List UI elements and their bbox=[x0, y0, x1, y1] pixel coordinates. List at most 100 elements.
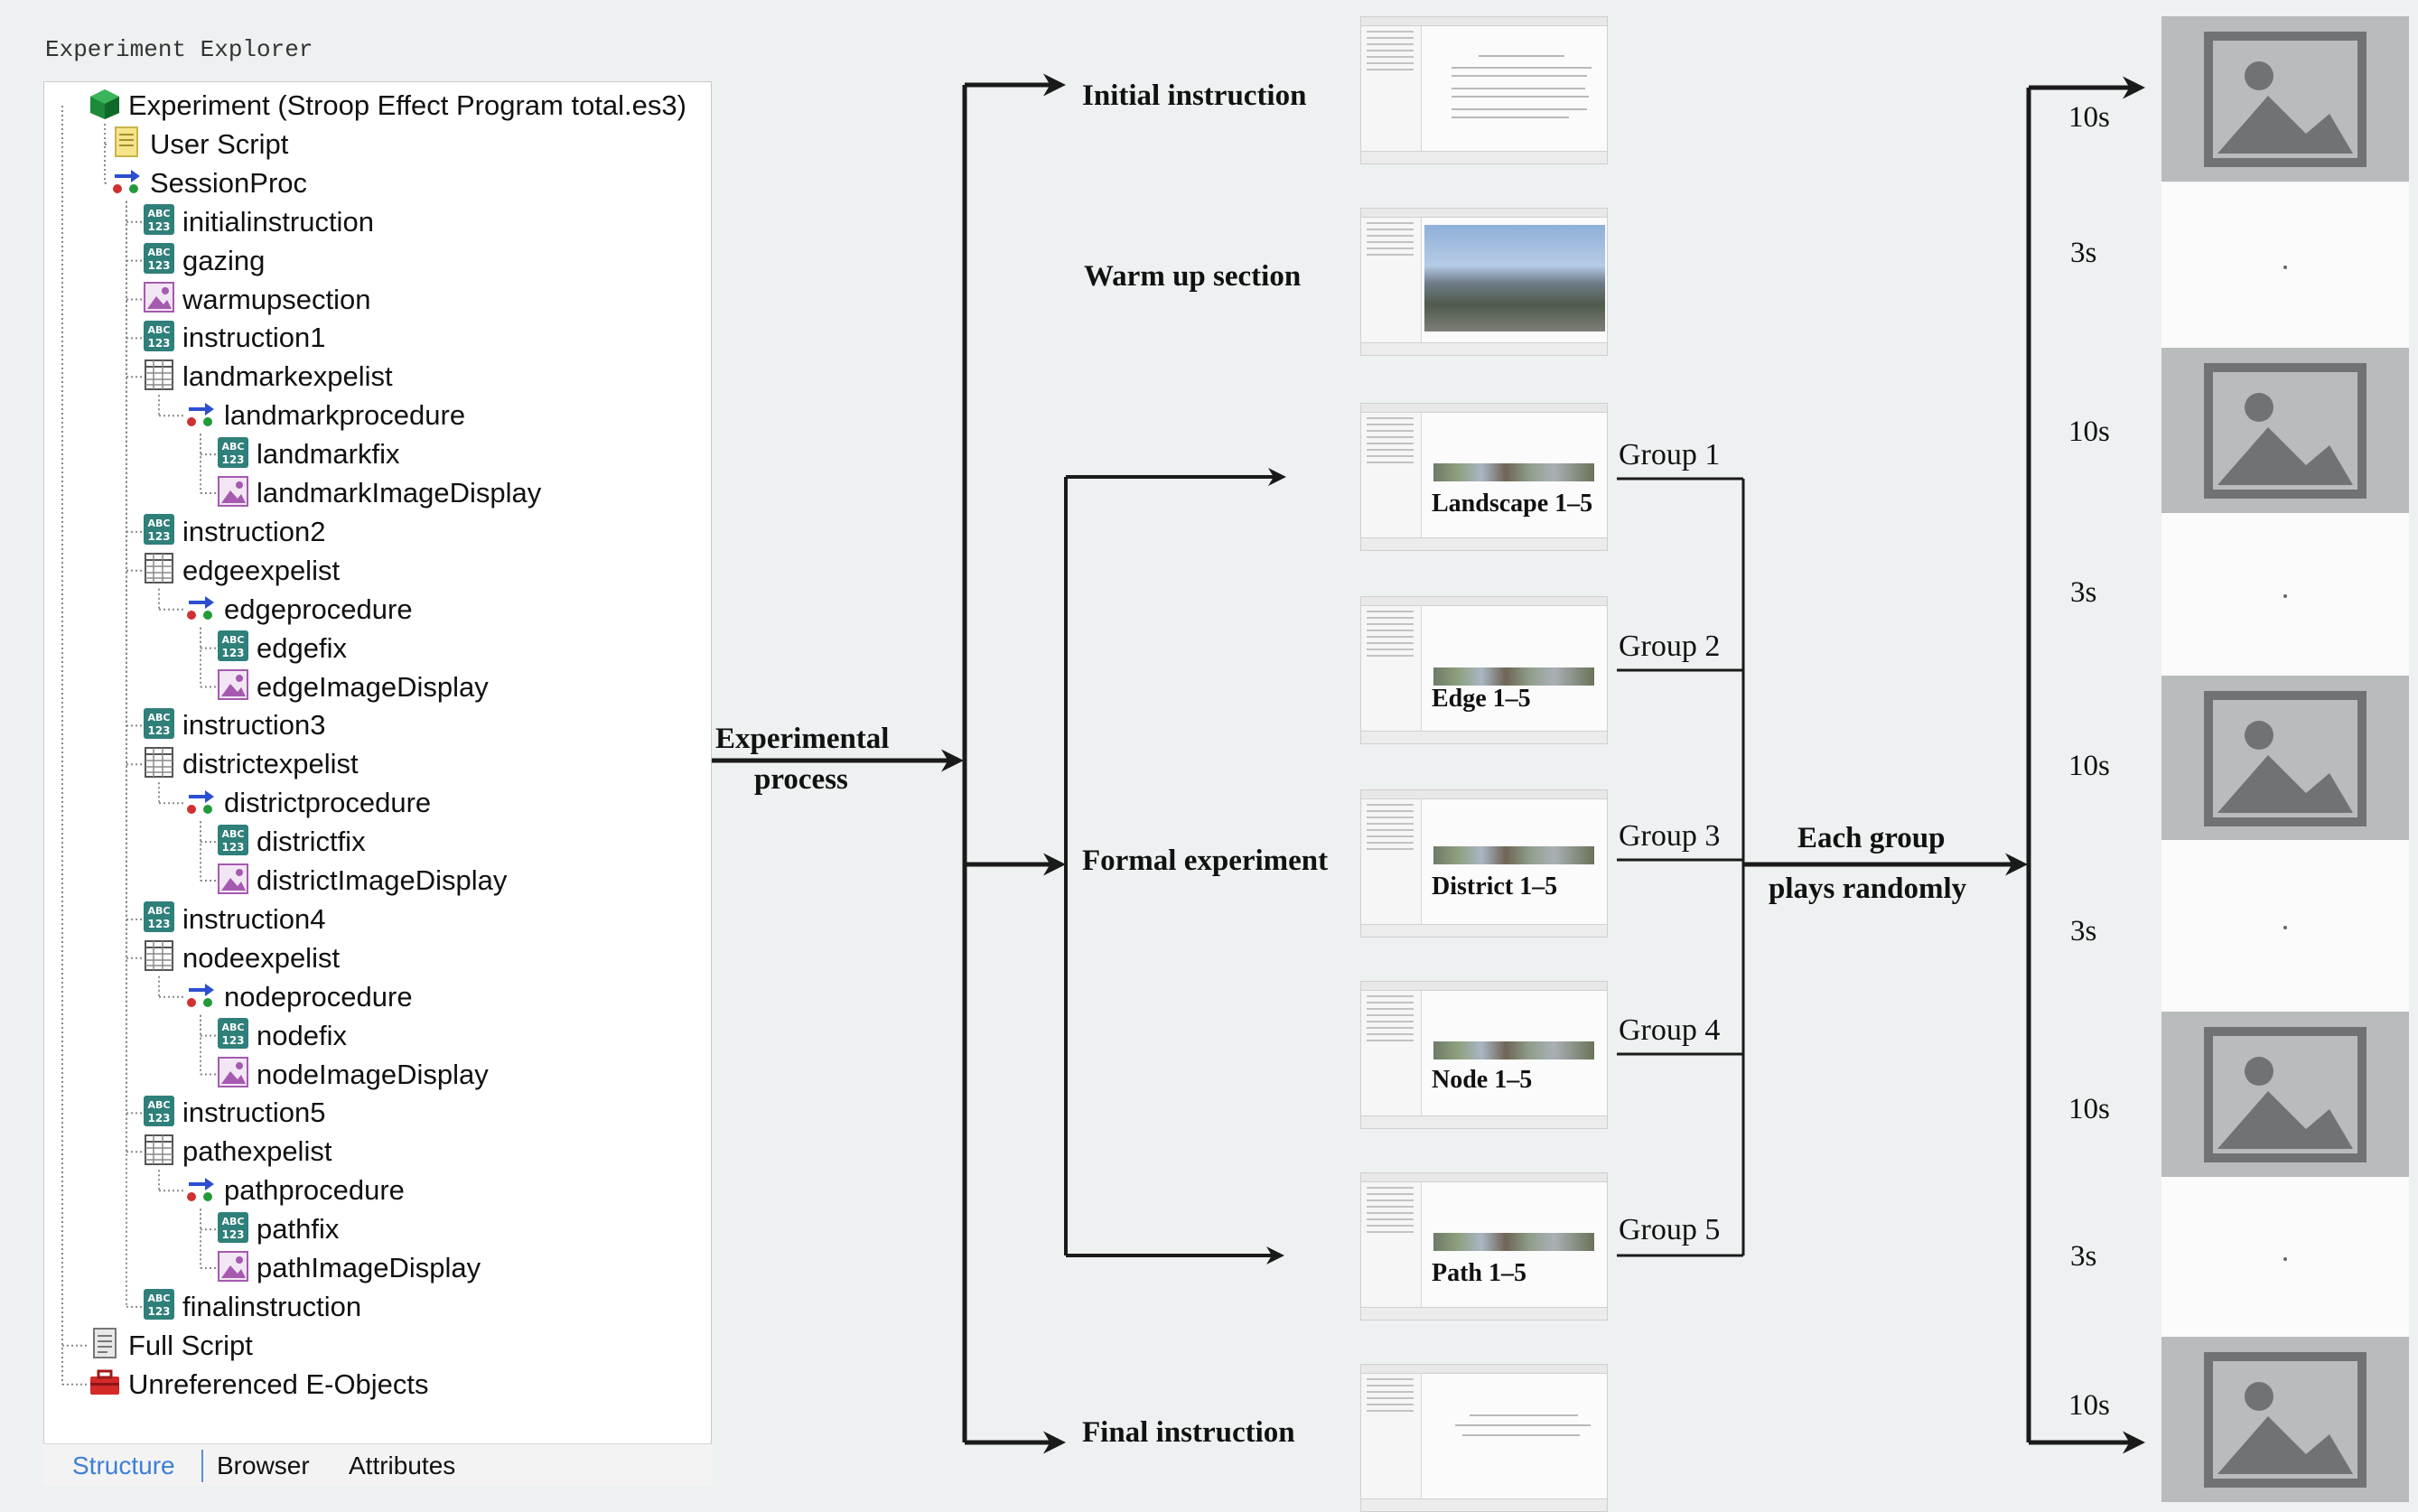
initial-instruction-screen bbox=[1360, 16, 1608, 164]
stimulus-image-placeholder bbox=[2161, 1012, 2409, 1177]
svg-text:123: 123 bbox=[147, 259, 170, 272]
tree-item-label: edgeexpelist bbox=[182, 554, 341, 586]
svg-text:123: 123 bbox=[221, 647, 244, 659]
tree-item-label: nodefix bbox=[257, 1019, 347, 1051]
stimulus-image-placeholder bbox=[2161, 16, 2409, 182]
fixation-dot bbox=[2283, 926, 2287, 929]
svg-text:123: 123 bbox=[147, 918, 170, 930]
svg-text:ABC: ABC bbox=[148, 247, 171, 258]
image-display-icon bbox=[216, 474, 250, 513]
tree-item[interactable]: landmarkImageDisplay bbox=[216, 475, 541, 511]
tab-attributes[interactable]: Attributes bbox=[349, 1451, 456, 1479]
list-icon bbox=[142, 358, 176, 397]
tree-item-label: pathexpelist bbox=[182, 1135, 332, 1168]
svg-text:ABC: ABC bbox=[148, 712, 171, 723]
full-script-icon bbox=[88, 1326, 122, 1365]
toolbox-icon bbox=[88, 1365, 122, 1404]
timing-8: 3s bbox=[2070, 1240, 2097, 1273]
edge-caption: Edge 1–5 bbox=[1432, 685, 1531, 713]
path-caption: Path 1–5 bbox=[1432, 1259, 1526, 1287]
tree-item[interactable]: edgeImageDisplay bbox=[216, 669, 489, 705]
warm-up-section-label: Warm up section bbox=[1084, 260, 1302, 293]
tab-divider bbox=[201, 1450, 203, 1482]
tree-item-label: landmarkprocedure bbox=[224, 399, 466, 432]
node-caption: Node 1–5 bbox=[1432, 1066, 1533, 1094]
tree-item[interactable]: Unreferenced E-Objects bbox=[88, 1367, 429, 1403]
tree-item[interactable]: nodeImageDisplay bbox=[216, 1057, 489, 1093]
svg-text:ABC: ABC bbox=[222, 1216, 245, 1227]
stimulus-image-placeholder bbox=[2161, 676, 2409, 841]
tree-item-label: districtexpelist bbox=[182, 748, 359, 780]
experimental-process-label-2: process bbox=[754, 763, 848, 796]
tree-item-label: landmarkImageDisplay bbox=[257, 477, 542, 509]
tab-browser[interactable]: Browser bbox=[217, 1451, 310, 1479]
tree-item[interactable]: nodeprocedure bbox=[183, 979, 413, 1015]
procedure-icon bbox=[183, 977, 218, 1016]
timing-9: 10s bbox=[2068, 1389, 2110, 1422]
timing-1: 10s bbox=[2068, 101, 2110, 134]
tree-item[interactable]: pathprocedure bbox=[183, 1172, 405, 1209]
tree-item[interactable]: landmarkexpelist bbox=[142, 359, 393, 395]
tree-item-label: edgeprocedure bbox=[224, 593, 413, 625]
tree-item-label: instruction2 bbox=[182, 515, 326, 547]
timing-6: 3s bbox=[2070, 915, 2097, 947]
svg-text:ABC: ABC bbox=[148, 1293, 171, 1304]
tree-item[interactable]: pathexpelist bbox=[142, 1134, 331, 1170]
image-display-icon bbox=[216, 667, 250, 706]
procedure-icon bbox=[183, 397, 218, 435]
formal-experiment-label: Formal experiment bbox=[1082, 845, 1329, 877]
timing-3: 10s bbox=[2068, 415, 2110, 448]
svg-text:123: 123 bbox=[221, 453, 244, 466]
tree-item[interactable]: districtprocedure bbox=[183, 785, 431, 821]
tree-item[interactable]: pathImageDisplay bbox=[216, 1250, 481, 1286]
fixation-blank-screen bbox=[2161, 182, 2409, 348]
svg-text:123: 123 bbox=[147, 1112, 170, 1125]
tree-item[interactable]: Experiment (Stroop Effect Program total.… bbox=[88, 88, 686, 124]
list-icon bbox=[142, 551, 176, 590]
tree-item[interactable]: landmarkprocedure bbox=[183, 397, 465, 434]
tree-item-label: nodeprocedure bbox=[224, 980, 413, 1013]
list-icon bbox=[142, 1133, 176, 1171]
final-instruction-label: Final instruction bbox=[1082, 1416, 1295, 1449]
tree-item[interactable]: edgeexpelist bbox=[142, 553, 340, 589]
tree-item[interactable]: districtImageDisplay bbox=[216, 863, 507, 899]
group-3-label: Group 3 bbox=[1619, 819, 1721, 853]
tree-item[interactable]: edgeprocedure bbox=[183, 592, 413, 628]
tree-item[interactable]: Full Script bbox=[88, 1328, 253, 1364]
tree-item-label: districtImageDisplay bbox=[257, 864, 508, 896]
tree-item[interactable]: User Script bbox=[109, 126, 288, 163]
fixation-dot bbox=[2283, 594, 2287, 598]
stimulus-image-placeholder bbox=[2161, 1337, 2409, 1502]
svg-text:ABC: ABC bbox=[222, 441, 245, 453]
tree-item[interactable]: nodeexpelist bbox=[142, 940, 340, 976]
group-3-screen bbox=[1360, 789, 1608, 938]
fixation-blank-screen bbox=[2161, 840, 2409, 1012]
tree-item-label: instruction1 bbox=[182, 322, 326, 354]
svg-text:123: 123 bbox=[147, 724, 170, 737]
tree-item-label: initialinstruction bbox=[182, 205, 374, 238]
tree-item[interactable]: SessionProc bbox=[109, 165, 307, 201]
tree-item[interactable]: warmupsection bbox=[142, 282, 370, 318]
tab-structure[interactable]: Structure bbox=[72, 1451, 175, 1479]
svg-text:ABC: ABC bbox=[222, 828, 245, 840]
tree-item[interactable]: districtexpelist bbox=[142, 746, 359, 782]
